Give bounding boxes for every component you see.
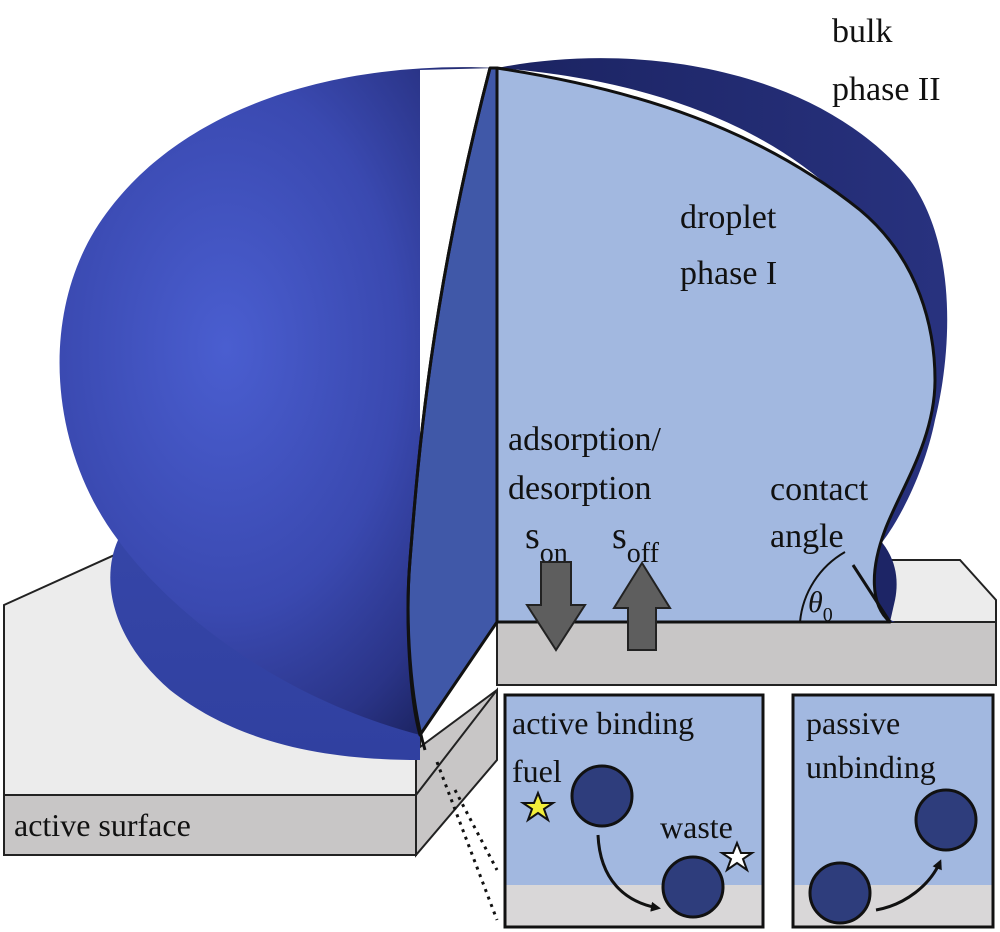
unbinding-label: unbinding bbox=[806, 749, 936, 785]
droplet-label-2: phase I bbox=[680, 255, 777, 292]
fuel-star-icon bbox=[519, 790, 557, 823]
contact-angle-line bbox=[851, 564, 892, 623]
particle-unbound bbox=[570, 764, 634, 828]
particle-released bbox=[914, 788, 978, 852]
unbinding-arrow bbox=[875, 859, 942, 912]
particle-bound bbox=[661, 855, 725, 919]
droplet-cut-face bbox=[495, 66, 937, 624]
s-on-base: s bbox=[525, 515, 540, 557]
theta-base: θ bbox=[808, 586, 823, 619]
adsorption-label-2: desorption bbox=[508, 470, 652, 507]
inset2-liquid bbox=[793, 695, 993, 885]
active-binding-label: active binding bbox=[512, 705, 694, 741]
bulk-label-2: phase II bbox=[832, 71, 941, 108]
passive-label: passive bbox=[806, 705, 900, 741]
droplet-label-1: droplet bbox=[680, 199, 777, 236]
s-on-down-arrow bbox=[525, 561, 587, 652]
inset-passive-unbinding: passive unbinding bbox=[791, 693, 995, 929]
fuel-label: fuel bbox=[512, 753, 562, 789]
inset-active-binding: active binding fuel waste bbox=[503, 693, 765, 929]
droplet-sphere bbox=[59, 67, 498, 735]
waste-star-icon bbox=[718, 840, 756, 873]
surface-right-front bbox=[496, 621, 997, 686]
s-off-up-arrow bbox=[612, 561, 672, 651]
adsorption-label-1: adsorption/ bbox=[508, 421, 662, 458]
particle-surface bbox=[808, 861, 872, 925]
s-off-base: s bbox=[612, 515, 627, 557]
contact-angle-arc bbox=[799, 551, 846, 623]
inset1-liquid bbox=[505, 695, 763, 885]
inset2-frame bbox=[791, 693, 995, 929]
droplet-wedge-face bbox=[406, 66, 499, 737]
droplet-body bbox=[59, 58, 948, 760]
contact-label-2: angle bbox=[770, 518, 844, 555]
binding-arrow bbox=[596, 834, 661, 912]
wedge-outline bbox=[406, 67, 492, 751]
contact-label-1: contact bbox=[770, 471, 869, 508]
theta-sub: 0 bbox=[823, 604, 833, 626]
active-surface-label: active surface bbox=[14, 807, 191, 843]
waste-label: waste bbox=[660, 809, 733, 845]
inset1-surface bbox=[505, 885, 763, 927]
surface-step-face bbox=[415, 687, 498, 858]
inset1-frame bbox=[503, 693, 765, 929]
theta-label: θ0 bbox=[808, 586, 833, 626]
bulk-label-1: bulk bbox=[832, 13, 892, 50]
